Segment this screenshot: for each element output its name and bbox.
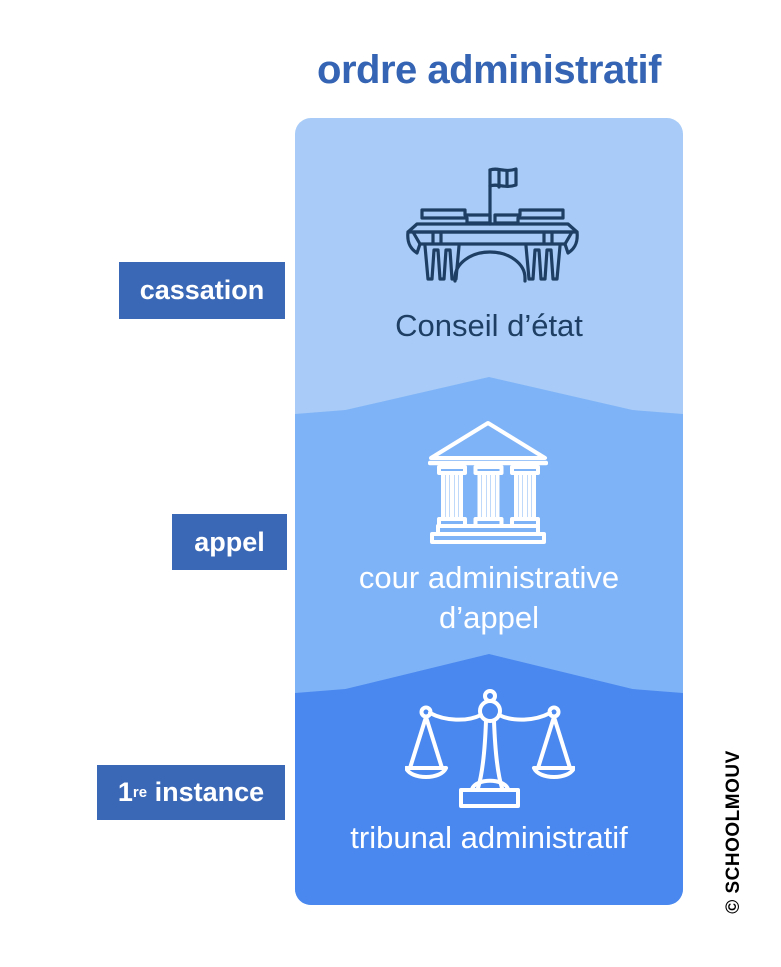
justice-scales-icon bbox=[405, 689, 575, 808]
stage-label-appel: appel bbox=[172, 514, 287, 570]
court-hierarchy-panel: Conseil d’état cour administrative d’app… bbox=[295, 118, 683, 905]
stage-rest: instance bbox=[147, 777, 265, 807]
stage-label-appel-text: appel bbox=[194, 526, 265, 557]
government-building-icon bbox=[406, 167, 579, 283]
stage-label-cassation: cassation bbox=[119, 262, 285, 319]
page-title: ordre administratif bbox=[317, 48, 661, 92]
court-name-line2: d’appel bbox=[439, 600, 539, 635]
greek-temple-icon bbox=[428, 421, 548, 544]
schoolmouv-watermark: © SCHOOLMOUV bbox=[723, 750, 744, 914]
court-name-line1: cour administrative bbox=[358, 560, 620, 595]
court-name-tribunal-administratif: tribunal administratif bbox=[350, 820, 628, 855]
court-name-cour-administrative-dappel: cour administrative d’appel bbox=[295, 558, 683, 638]
stage-number: 1 bbox=[117, 777, 133, 807]
court-name-conseil-detat: Conseil d’état bbox=[395, 308, 583, 343]
stage-label-cassation-text: cassation bbox=[139, 275, 265, 305]
